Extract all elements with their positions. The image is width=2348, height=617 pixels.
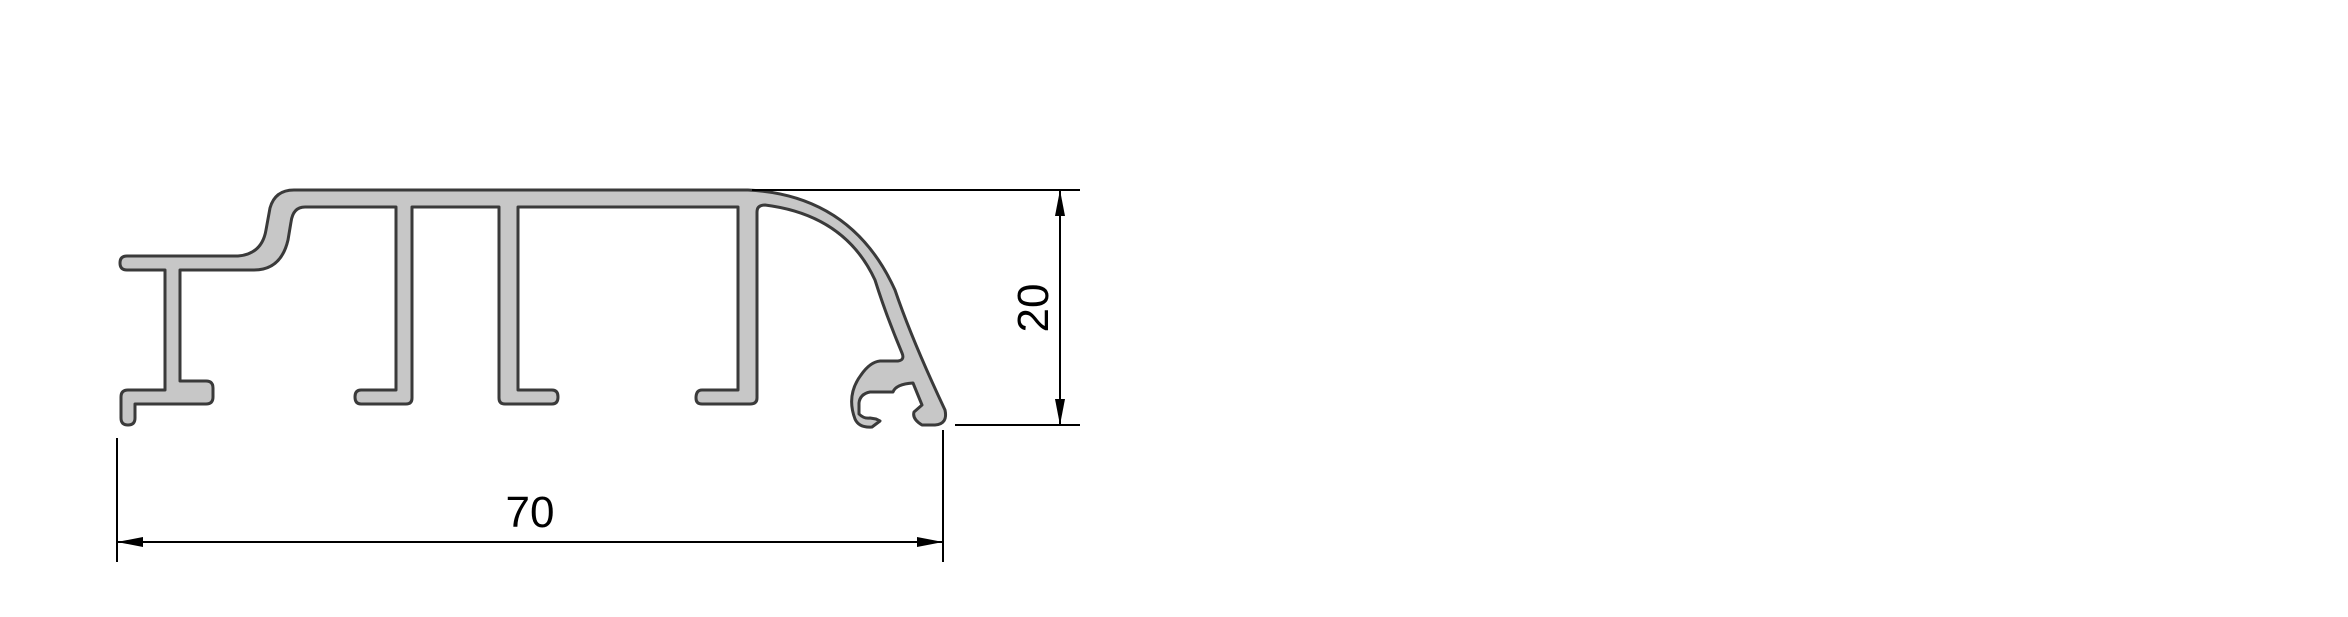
height-arrow-bottom [1055, 399, 1065, 425]
height-arrow-top [1055, 190, 1065, 216]
height-dimension-label: 20 [1009, 284, 1058, 333]
profile-cross-section [118, 188, 947, 429]
width-arrow-left [117, 537, 143, 547]
width-dimension-label: 70 [506, 488, 555, 537]
width-arrow-right [917, 537, 943, 547]
